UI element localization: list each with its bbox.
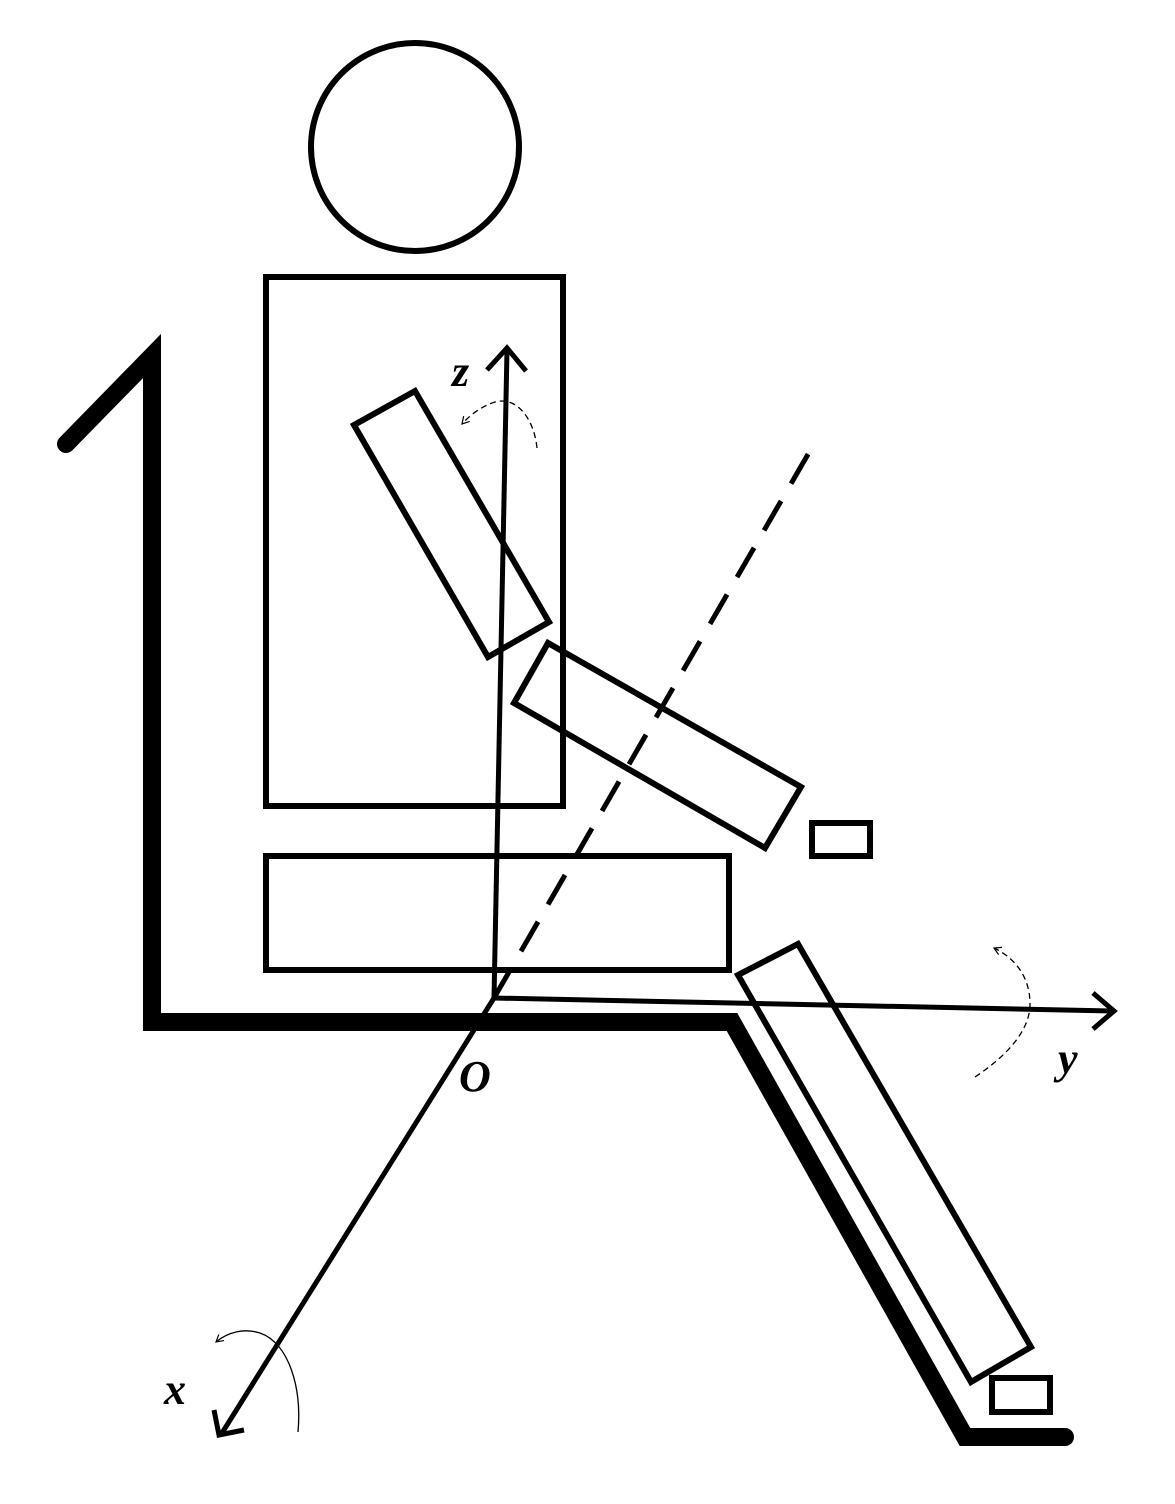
torso-rectangle (263, 274, 566, 809)
x-axis-line (219, 996, 497, 1435)
foot-rectangle (989, 1375, 1053, 1415)
z-axis-label: z (450, 347, 469, 396)
z-rotation-arrow (461, 400, 538, 449)
y-axis-label: y (1053, 1034, 1078, 1083)
upper-arm-rectangle (349, 386, 554, 662)
forearm-rectangle (509, 638, 806, 853)
origin-label: O (459, 1052, 491, 1101)
y-axis-arrowhead (1091, 991, 1118, 1031)
seat-frame (57, 333, 1074, 1446)
shank-rectangle (733, 940, 1036, 1387)
z-axis-line (491, 349, 510, 999)
y-rotation-arrow (974, 946, 1031, 1078)
hand-rectangle (809, 820, 873, 859)
x-rotation-arrow (215, 1330, 300, 1433)
x-axis-label: x (163, 1365, 186, 1414)
z-axis-arrowhead (485, 344, 528, 373)
head-circle (308, 40, 522, 254)
x-axis-arrowhead (211, 1409, 245, 1438)
y-axis-line (493, 995, 1113, 1014)
